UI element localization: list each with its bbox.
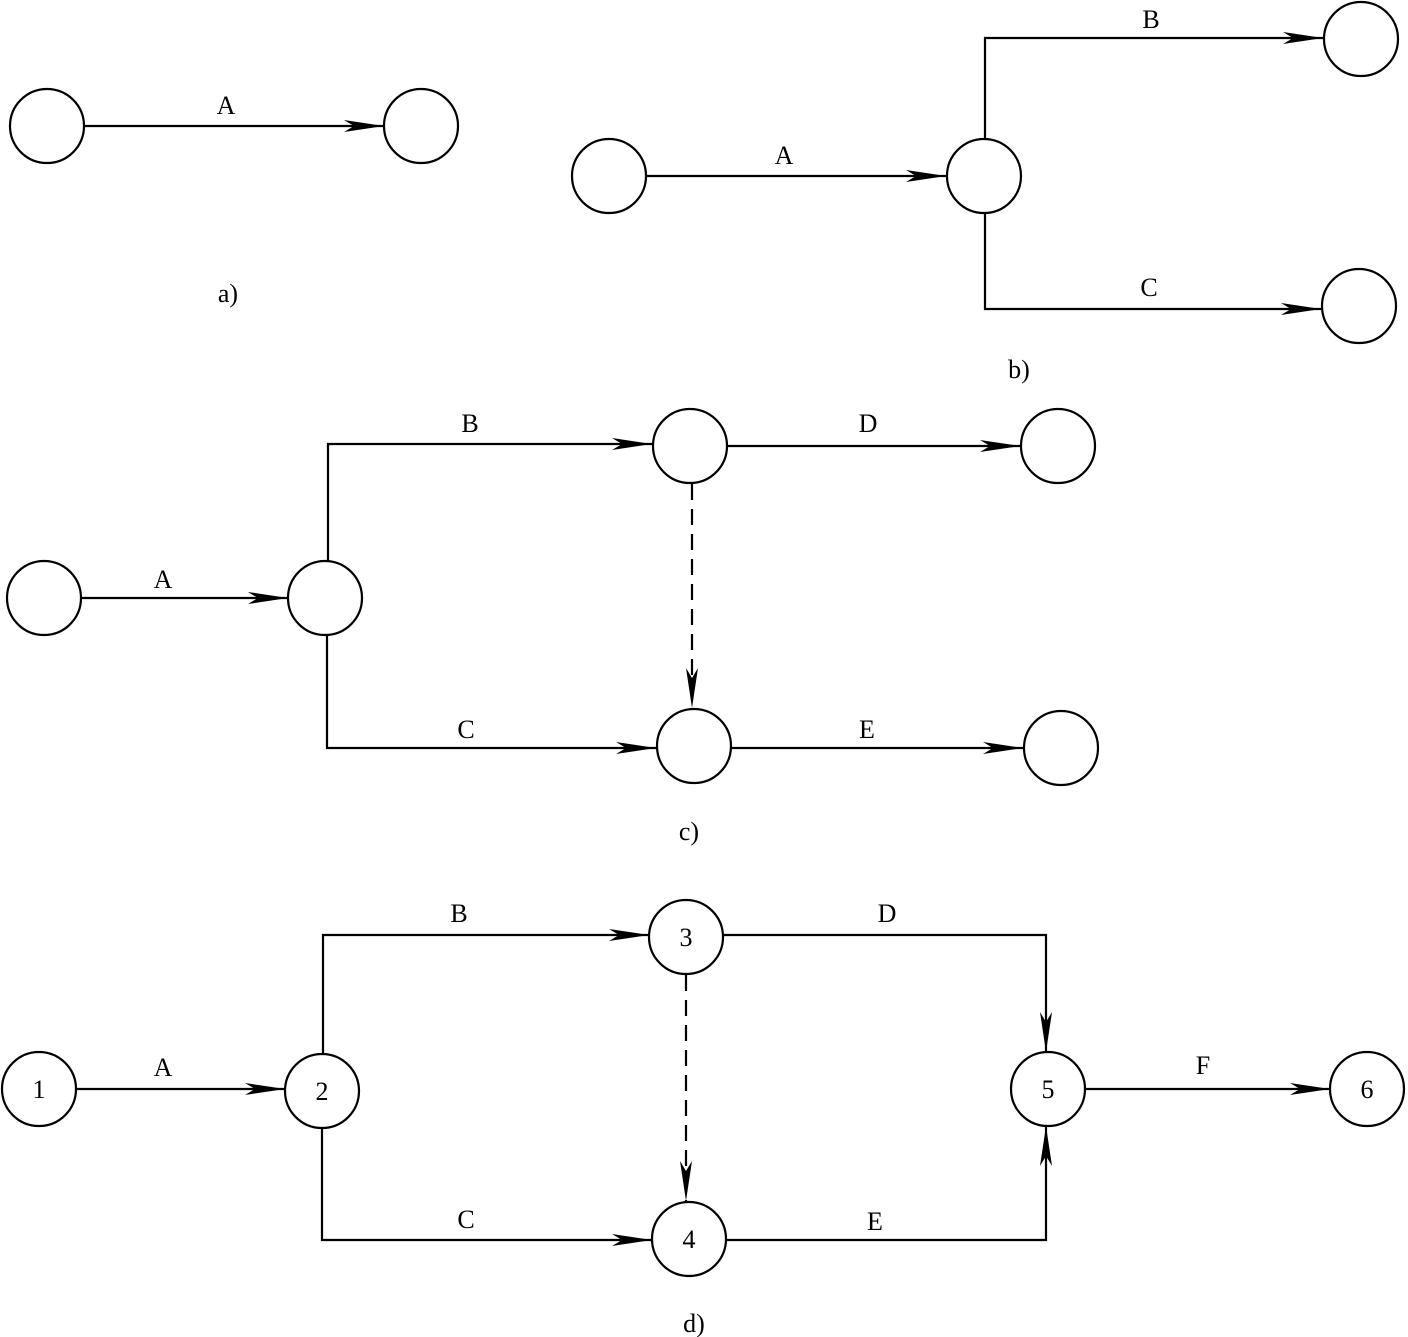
node: [1322, 0, 1400, 78]
node: [651, 407, 729, 485]
node-1-label: 1: [33, 1075, 46, 1104]
caption-b: b): [1008, 355, 1030, 384]
node-2: [283, 1052, 361, 1130]
label-F: F: [1196, 1051, 1210, 1080]
label-A: A: [154, 1053, 173, 1082]
node-2-label: 2: [316, 1077, 329, 1106]
node: [8, 87, 86, 165]
label-C: C: [457, 715, 474, 744]
node: [655, 707, 733, 785]
label-B: B: [461, 409, 478, 438]
label-A: A: [154, 565, 173, 594]
node: [1022, 709, 1100, 787]
arrow-d-D: [724, 933, 1052, 1052]
arrow-c-C: [325, 635, 656, 754]
label-B: B: [1142, 5, 1159, 34]
node-4-label: 4: [683, 1225, 696, 1254]
caption-d: d): [683, 1309, 705, 1337]
label-E: E: [867, 1207, 883, 1236]
caption-c: c): [679, 817, 699, 846]
label-B: B: [450, 899, 467, 928]
arrow-b-B: [983, 32, 1323, 139]
arrow-d-B: [321, 929, 649, 1054]
node: [382, 87, 460, 165]
panel-c: A B D C E c): [5, 407, 1100, 846]
label-D: D: [859, 409, 878, 438]
label-A: A: [217, 91, 236, 120]
node-1: [0, 1050, 78, 1128]
node: [286, 559, 364, 637]
arrow-d-C: [320, 1128, 652, 1246]
label-C: C: [457, 1205, 474, 1234]
panel-d: 1 2 3 4 5 6 A B D C E F d): [0, 898, 1406, 1337]
panel-b: A B C b): [570, 0, 1400, 384]
node: [570, 137, 648, 215]
caption-a: a): [218, 279, 238, 308]
node: [945, 137, 1023, 215]
node-6: [1328, 1050, 1406, 1128]
arrow-d-E: [727, 1126, 1052, 1242]
label-D: D: [878, 899, 897, 928]
label-A: A: [775, 141, 794, 170]
label-E: E: [859, 715, 875, 744]
node-5-label: 5: [1042, 1075, 1055, 1104]
arrow-c-B: [326, 438, 652, 561]
panel-a: A a): [8, 87, 460, 308]
node-4: [650, 1200, 728, 1278]
node-3: [647, 898, 725, 976]
arrow-b-C: [983, 213, 1321, 315]
node-5: [1009, 1050, 1087, 1128]
node: [5, 559, 83, 637]
node-6-label: 6: [1361, 1075, 1374, 1104]
node: [1320, 267, 1398, 345]
node-3-label: 3: [680, 923, 693, 952]
label-C: C: [1140, 273, 1157, 302]
node: [1019, 407, 1097, 485]
